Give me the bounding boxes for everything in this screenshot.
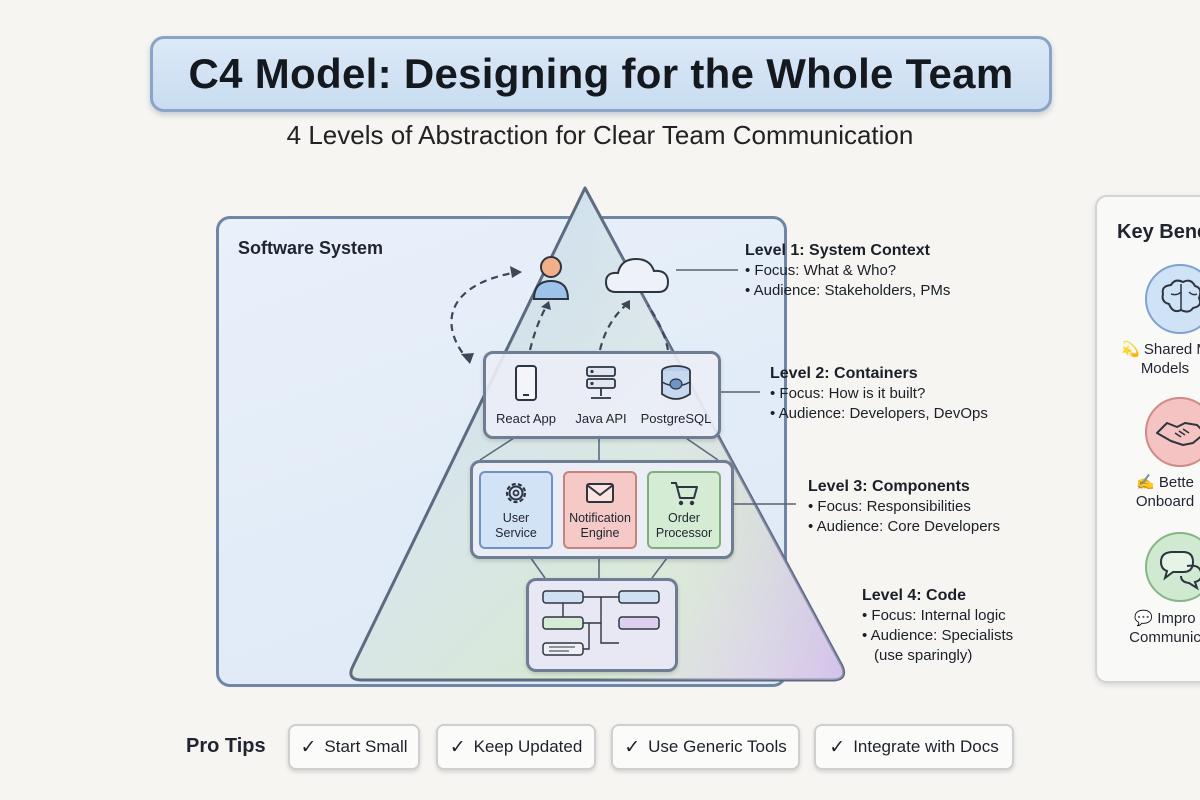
level-1-title: Level 1: System Context	[745, 242, 930, 259]
containers-box: React App Java API PostgreSQL	[483, 351, 721, 439]
cloud-icon	[604, 257, 670, 293]
level-leader-lines	[676, 269, 796, 505]
component-notification-engine: Notification Engine	[563, 471, 637, 549]
container-java-api: Java API	[565, 364, 637, 426]
check-icon: ✓	[624, 736, 641, 758]
code-flow-icon	[542, 590, 660, 656]
level-3-title: Level 3: Components	[808, 478, 970, 495]
chat-bubbles-icon	[1145, 532, 1200, 602]
database-icon	[661, 365, 691, 400]
key-benefits-title: Key Bene	[1117, 221, 1200, 243]
level-1-description: Level 1: System Context • Focus: What & …	[745, 242, 951, 299]
page-title: C4 Model: Designing for the Whole Team	[188, 50, 1014, 97]
handshake-icon	[1145, 397, 1200, 467]
tip-keep-updated: ✓ Keep Updated	[436, 724, 596, 770]
shopping-cart-icon	[671, 482, 698, 506]
level-2-description: Level 2: Containers • Focus: How is it b…	[770, 365, 988, 422]
benefit-3-text: 💬 Impro Communic	[1129, 610, 1200, 646]
code-box	[526, 578, 678, 672]
page-subtitle: 4 Levels of Abstraction for Clear Team C…	[286, 120, 914, 150]
pro-tips-label: Pro Tips	[186, 735, 266, 757]
level-4-description: Level 4: Code • Focus: Internal logic • …	[862, 587, 1014, 664]
level-2-title: Level 2: Containers	[770, 365, 918, 382]
tip-use-generic-tools: ✓ Use Generic Tools	[611, 724, 800, 770]
envelope-icon	[586, 483, 614, 503]
tip-start-small: ✓ Start Small	[288, 724, 420, 770]
title-banner: C4 Model: Designing for the Whole Team	[150, 36, 1052, 112]
server-icon	[586, 366, 616, 399]
benefit-1-text: 💫 Shared M Models	[1121, 341, 1200, 377]
person-icon	[532, 256, 570, 300]
software-system-label: Software System	[238, 238, 384, 258]
check-icon: ✓	[449, 736, 466, 758]
gear-icon	[505, 482, 527, 504]
level-4-title: Level 4: Code	[862, 587, 967, 604]
component-user-service: User Service	[479, 471, 553, 549]
components-box: User Service Notification Engine Order P…	[470, 460, 734, 559]
brain-icon	[1145, 264, 1200, 334]
tip-integrate-with-docs: ✓ Integrate with Docs	[814, 724, 1014, 770]
component-order-processor: Order Processor	[647, 471, 721, 549]
container-react-app: React App	[490, 364, 562, 426]
container-postgresql: PostgreSQL	[640, 364, 712, 426]
benefit-2-text: ✍ Bette Onboard	[1135, 474, 1195, 510]
check-icon: ✓	[829, 736, 846, 758]
mobile-phone-icon	[515, 365, 537, 401]
check-icon: ✓	[300, 736, 317, 758]
level-3-description: Level 3: Components • Focus: Responsibil…	[808, 478, 1001, 535]
